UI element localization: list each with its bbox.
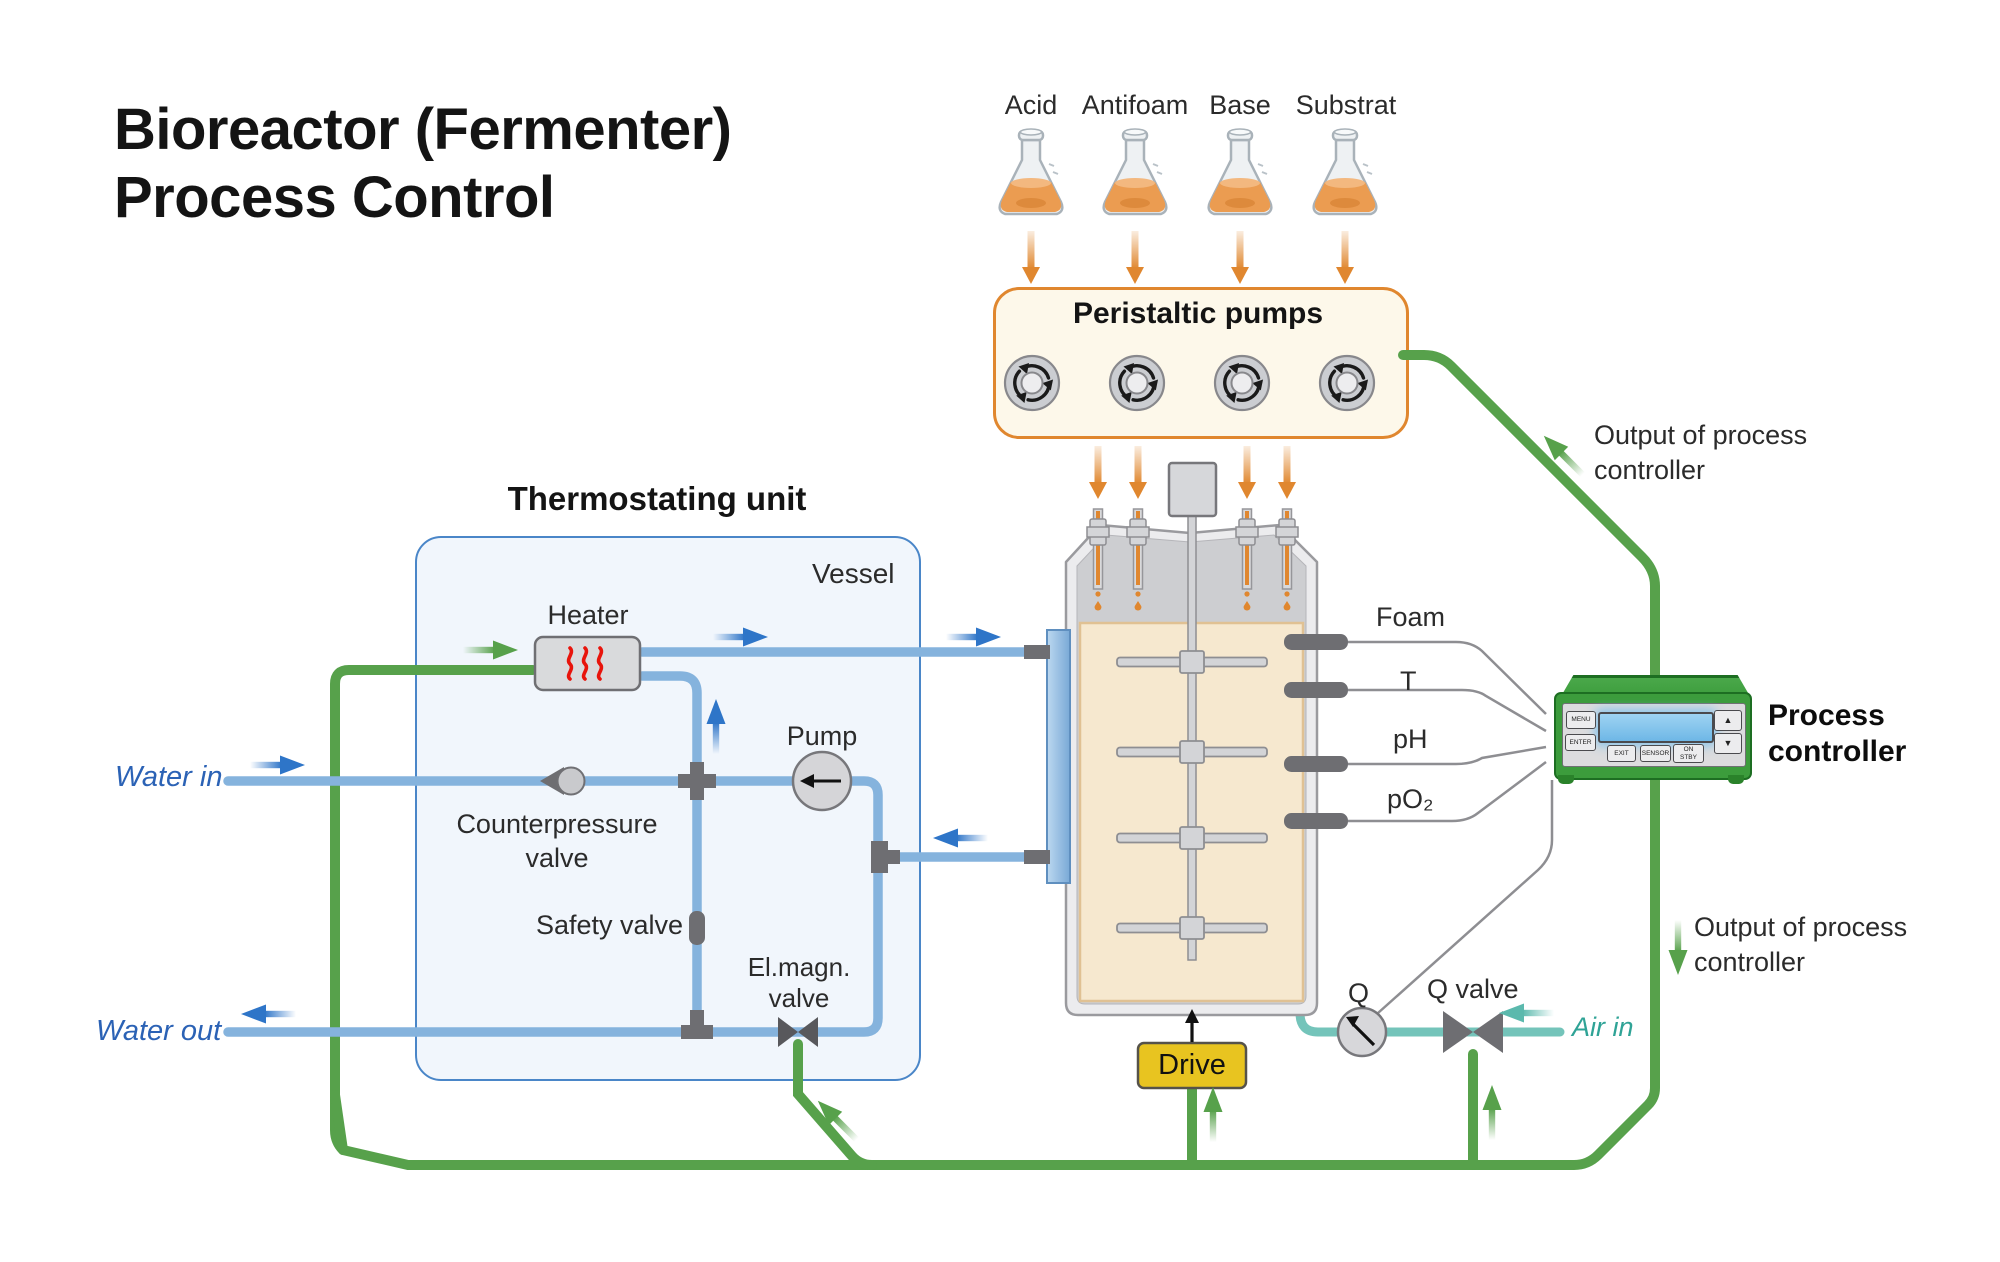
pump-label: Pump bbox=[786, 721, 858, 751]
flask-label-acid: Acid bbox=[1004, 90, 1058, 120]
flask-label-base: Base bbox=[1209, 90, 1271, 120]
air-pipe bbox=[1295, 1008, 1565, 1037]
sensor-label-po2: pO₂ bbox=[1387, 784, 1434, 814]
controller-lcd-screen bbox=[1598, 712, 1714, 743]
vessel-jacket bbox=[1046, 629, 1071, 884]
stirrer-shaft bbox=[1187, 515, 1197, 961]
sensor-button: SENSOR bbox=[1640, 745, 1671, 762]
drive-arrow bbox=[1185, 1009, 1199, 1042]
output-of-process-controller-right: Output of process controller bbox=[1694, 912, 1908, 978]
output-of-process-controller-top: Output of process controller bbox=[1594, 420, 1808, 486]
water-out-label: Water out bbox=[96, 1015, 222, 1047]
sensor-ports bbox=[1284, 634, 1348, 829]
counterpressure-valve-label: Counterpressure valve bbox=[456, 809, 658, 873]
peristaltic-pumps-title: Peristaltic pumps bbox=[1072, 297, 1324, 330]
fermenter-vessel bbox=[1064, 461, 1348, 1017]
sensor-label-temperature: T bbox=[1400, 666, 1417, 696]
vessel-liquid bbox=[1078, 621, 1305, 1003]
reagent-flasks bbox=[998, 127, 1378, 216]
up-arrow-button: ▲ bbox=[1714, 710, 1742, 731]
sensor-label-ph: pH bbox=[1393, 724, 1428, 754]
q-gauge-label: Q bbox=[1348, 978, 1370, 1008]
pump-to-vessel-arrows bbox=[1089, 446, 1296, 499]
exit-button: EXIT bbox=[1607, 745, 1636, 762]
page-title: Bioreactor (Fermenter)Process Control bbox=[114, 97, 732, 230]
stirrer-coupling bbox=[1167, 461, 1218, 518]
thermostating-unit-title: Thermostating unit bbox=[507, 480, 807, 517]
flask-label-antifoam: Antifoam bbox=[1081, 90, 1189, 120]
q-gauge-icon bbox=[1336, 1006, 1388, 1058]
menu-button: MENU bbox=[1566, 711, 1596, 729]
enter-button: ENTER bbox=[1565, 734, 1596, 751]
controller-foot-left bbox=[1558, 775, 1574, 784]
jacket-connectors bbox=[1024, 645, 1050, 864]
q-valve-label: Q valve bbox=[1427, 974, 1519, 1004]
flask-to-pump-arrows bbox=[1022, 231, 1354, 284]
q-valve-icon bbox=[1443, 1011, 1503, 1053]
drive-label: Drive bbox=[1158, 1049, 1226, 1081]
process-controller-label: Process controller bbox=[1768, 699, 1907, 768]
water-in-label: Water in bbox=[115, 761, 223, 793]
feed-tubes bbox=[1086, 508, 1299, 612]
heater-label: Heater bbox=[547, 600, 629, 630]
flask-label-substrat: Substrat bbox=[1295, 90, 1397, 120]
controller-foot-right bbox=[1728, 775, 1744, 784]
down-arrow-button: ▼ bbox=[1714, 733, 1742, 754]
vessel-label: Vessel bbox=[812, 558, 895, 589]
safety-valve-label: Safety valve bbox=[536, 910, 684, 940]
sensor-label-foam: Foam bbox=[1376, 602, 1446, 632]
air-in-label: Air in bbox=[1572, 1012, 1634, 1042]
elmagn-valve-label: El.magn. valve bbox=[747, 952, 851, 1014]
sensor-wires bbox=[1348, 640, 1554, 1014]
